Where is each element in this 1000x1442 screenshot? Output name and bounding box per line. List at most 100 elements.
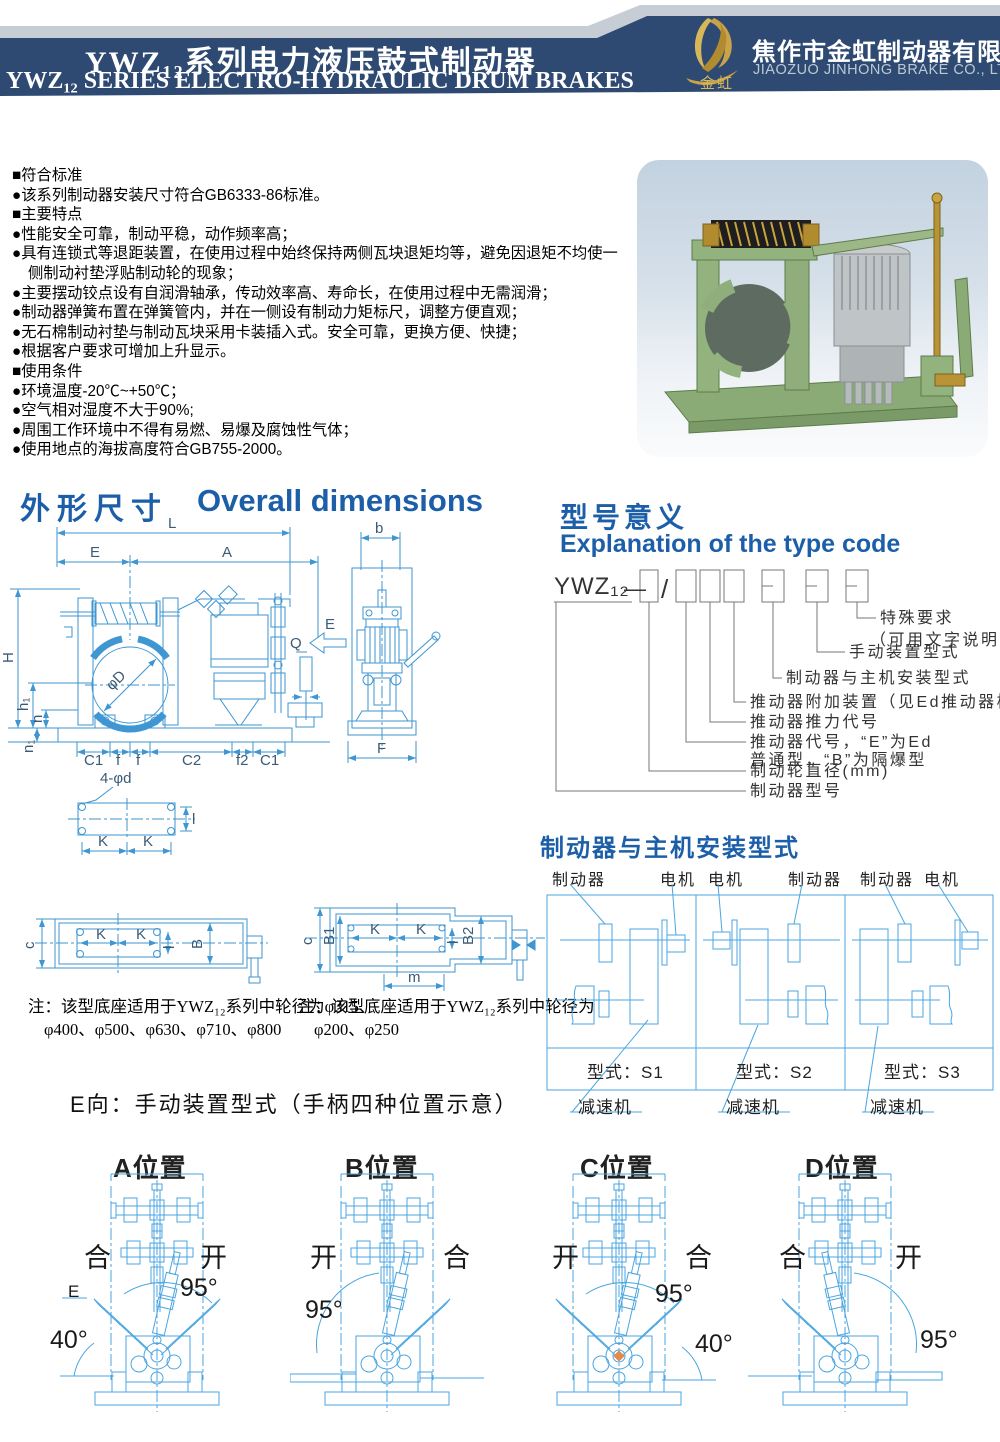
dim-A: A: [222, 544, 232, 561]
dim-f: f: [116, 752, 121, 769]
panel3-motor-label: 电机: [924, 872, 961, 889]
dim-C1: C1: [84, 752, 103, 769]
logo-caption: 金虹: [700, 76, 735, 92]
feature-item: ●空气相对湿度不大于90%;: [12, 402, 194, 420]
dim-c: c: [299, 937, 316, 945]
panel1-brake-label: 制动器: [552, 872, 607, 889]
position-c-title: C位置: [580, 1153, 654, 1183]
company-logo: [686, 18, 738, 86]
base-note-2: 注：该型底座适用于YWZ₁₂系列中轮径为 φ200、φ250: [298, 995, 595, 1041]
dim-B2: B2: [460, 927, 477, 945]
feature-item: ●根据客户要求可增加上升显示。: [12, 343, 236, 361]
panel2-brake-label: 制动器: [788, 872, 843, 889]
dim-B: B: [189, 939, 206, 949]
position-b-open-label: 开: [310, 1243, 337, 1273]
panel1-type-label: 型式：S1: [587, 1063, 664, 1082]
feature-item: ●环境温度-20℃~+50℃；: [12, 382, 186, 400]
overall-dimensions-drawing: L E A b H h₁ n n₁ φD Q E C1 f f C2 f2 C1…: [0, 515, 545, 991]
dim-E-view: E: [325, 616, 335, 633]
dim-K: K: [370, 921, 380, 938]
dim-b: b: [375, 520, 383, 537]
dim-L: L: [168, 515, 176, 532]
type-code-label-special2: （可用文字说明）: [870, 631, 1000, 649]
panel3-reducer-label: 减速机: [870, 1098, 924, 1117]
company-name-en: JIAOZUO JINHONG BRAKE CO., LTD: [753, 62, 1000, 78]
dim-K: K: [143, 833, 153, 850]
dim-C1: C1: [260, 752, 279, 769]
dim-l: l: [192, 811, 195, 828]
type-code-dash: —: [624, 576, 649, 601]
position-a-close-label: 合: [84, 1243, 111, 1273]
company-name-cn: 焦作市金虹制动器有限公司: [752, 39, 1000, 66]
dim-f2: f2: [236, 752, 249, 769]
position-a-e-label: E: [68, 1282, 80, 1301]
type-code-label-manual: 手动装置型式: [849, 643, 960, 661]
panel3-brake-label: 制动器: [860, 872, 915, 889]
feature-item: ●周围工作环境中不得有易燃、易爆及腐蚀性气体；: [12, 421, 358, 439]
dim-m: m: [408, 969, 421, 986]
type-code-label-diameter: 制动轮直径(mm): [750, 762, 890, 780]
dim-holes: 4-φd: [100, 770, 131, 787]
page-title-cn: YWZ₁₂系列电力液压鼓式制动器: [85, 46, 537, 79]
installation-diagram: [546, 883, 994, 1113]
type-code-title-en: Explanation of the type code: [560, 530, 901, 558]
dim-E: E: [90, 544, 100, 561]
overall-dimensions-title-cn: 外形尺寸: [20, 493, 168, 526]
position-c-close-label: 合: [685, 1243, 712, 1273]
type-code-diagram: YWZ₁₂ — / 特殊要求 （可用文字说明） 手动装置型式 制动器与主机安装型…: [554, 569, 1000, 800]
dim-K: K: [96, 926, 106, 943]
feature-item: ●主要摆动铰点设有自润滑轴承，传动效率高、寿命长，在使用过程中无需润滑；: [12, 284, 557, 302]
dim-K: K: [136, 926, 146, 943]
manual-section-title: E向：手动装置型式（手柄四种位置示意）: [70, 1092, 519, 1117]
feature-item: ●该系列制动器安装尺寸符合GB6333-86标准。: [12, 186, 329, 204]
dim-f: f: [136, 752, 141, 769]
feature-item: ●具有连锁式等退距装置，在使用过程中始终保持两侧瓦块退矩均等，避免因退矩不均使一…: [12, 245, 618, 282]
position-a-diagram: [60, 1173, 221, 1413]
note-line: φ400、φ500、φ630、φ710、φ800: [44, 1020, 282, 1039]
product-photo: [637, 160, 988, 457]
position-d-diagram: [748, 1173, 943, 1413]
dim-F: F: [377, 740, 386, 757]
position-d-open-label: 开: [895, 1243, 922, 1273]
type-code-title-cn: 型号意义: [560, 502, 689, 533]
position-b-angle-main: 95°: [305, 1296, 343, 1324]
panel2-reducer-label: 减速机: [726, 1098, 780, 1117]
position-c-diagram: [555, 1173, 716, 1413]
position-b-close-label: 合: [443, 1243, 470, 1273]
position-c-angle-main: 95°: [655, 1280, 693, 1308]
type-code-label-code2: 普通型，“B”为隔爆型: [750, 750, 927, 769]
dim-K: K: [98, 833, 108, 850]
page-title-en: YWZ₁₂ SERIES ELECTRO-HYDRAULIC DRUM BRAK…: [6, 68, 634, 94]
dimension-labels: L E A b H h₁ n n₁ φD Q E C1 f f C2 f2 C1…: [0, 515, 477, 986]
feature-item: ■符合标准: [12, 167, 83, 184]
dim-H: H: [0, 652, 17, 663]
panel3-type-label: 型式：S3: [884, 1063, 961, 1082]
panel1-motor-label: 电机: [660, 872, 697, 889]
position-d-title: D位置: [805, 1153, 879, 1183]
type-code-label-force: 推动器推力代号: [750, 713, 880, 731]
position-c-angle-small: 40°: [695, 1330, 733, 1358]
feature-item: ●性能安全可靠，制动平稳，动作频率高；: [12, 225, 297, 243]
panel2-type-label: 型式：S2: [736, 1063, 813, 1082]
type-code-label-attach: 推动器附加装置（见Ed推动器样本）: [750, 693, 1000, 711]
position-a-title: A位置: [113, 1153, 187, 1183]
type-code-prefix: YWZ₁₂: [554, 573, 630, 600]
note-line: 注：该型底座适用于YWZ₁₂系列中轮径为: [298, 997, 595, 1016]
dim-c: c: [21, 941, 38, 949]
dim-Q: Q: [290, 635, 302, 652]
dim-n: n: [29, 715, 46, 723]
type-code-label-model: 制动器型号: [750, 782, 843, 800]
panel1-reducer-label: 减速机: [578, 1098, 632, 1117]
position-a-angle-small: 40°: [50, 1326, 88, 1354]
position-b-diagram: [290, 1173, 484, 1413]
dim-l: l: [445, 941, 462, 944]
position-d-close-label: 合: [779, 1243, 806, 1273]
brake-machine-illustration: [664, 192, 974, 434]
base-note-1: 注：该型底座适用于YWZ₁₂系列中轮径为φ315、 φ400、φ500、φ630…: [28, 995, 375, 1041]
type-code-label-code1: 推动器代号，“E”为Ed: [750, 733, 933, 751]
position-a-open-label: 开: [200, 1243, 227, 1273]
feature-item: ■使用条件: [12, 362, 83, 380]
overall-dimensions-title-en: Overall dimensions: [197, 483, 483, 518]
dim-l: l: [161, 946, 178, 949]
position-c-open-label: 开: [552, 1243, 579, 1273]
